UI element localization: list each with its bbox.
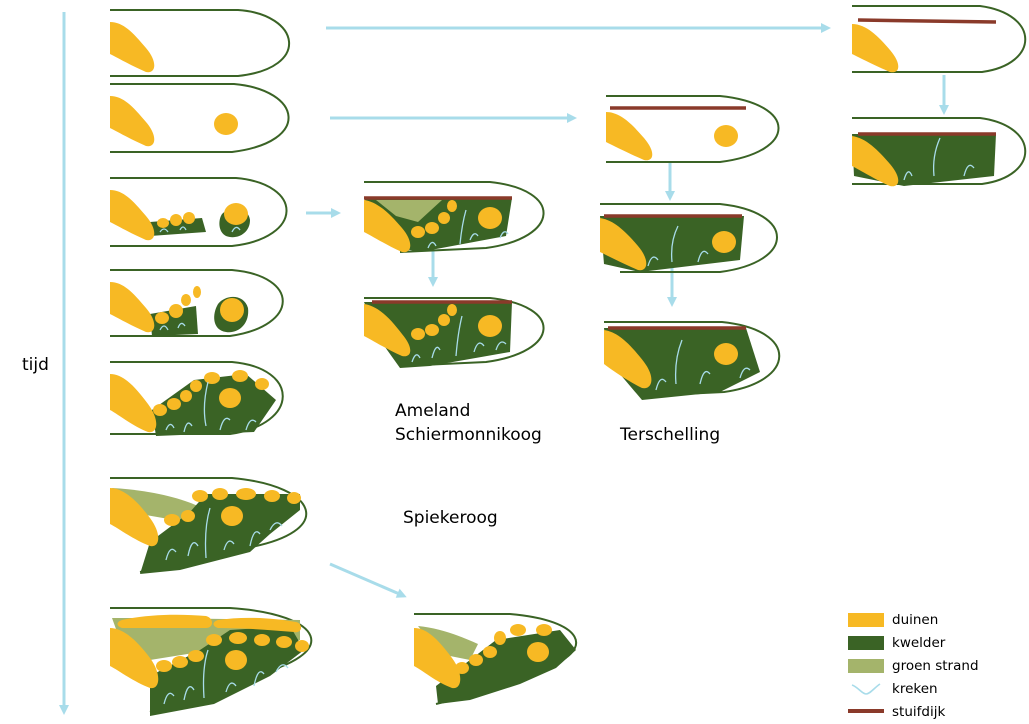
island-label-ameland: Ameland (395, 398, 470, 424)
right-stage-1 (852, 6, 1025, 72)
dunes-swatch (848, 613, 884, 627)
right-stage-2 (852, 118, 1025, 186)
stage-4-island (110, 270, 283, 336)
legend-label: groen strand (892, 658, 979, 674)
stage-2-island (110, 84, 289, 152)
dune-shape (110, 96, 154, 146)
creek-icon (848, 682, 884, 696)
dune-shape (110, 190, 154, 240)
stage-1-island (110, 10, 289, 76)
spiekeroog-stage (414, 614, 576, 704)
stage-5-island (110, 362, 283, 436)
legend-label: stuifdijk (892, 704, 945, 720)
island-label-spiekeroog: Spiekeroog (403, 505, 498, 531)
axis-label-time: tijd (22, 352, 49, 378)
island-label-schiermonnikoog: Schiermonnikoog (395, 422, 542, 448)
dike-line (858, 20, 996, 22)
dune-shape (214, 113, 238, 135)
ameland-stage-1 (364, 182, 544, 252)
green-beach-swatch (848, 659, 884, 673)
dune-shape (118, 615, 213, 628)
legend-label: kreken (892, 681, 938, 697)
dune-shape (606, 112, 652, 160)
island-label-terschelling: Terschelling (620, 422, 720, 448)
stage-7-island (110, 608, 311, 716)
stage-3-island (110, 178, 287, 246)
terschelling-stage-1 (606, 96, 779, 162)
dune-shape (110, 374, 156, 432)
dune-shape (110, 22, 154, 72)
terschelling-stage-3 (604, 322, 779, 400)
dune-shape (110, 282, 154, 332)
terschelling-stage-2 (600, 204, 777, 272)
legend-label: kwelder (892, 635, 945, 651)
arrow-diag-spiekeroog (330, 564, 404, 596)
stage-6-island (110, 478, 306, 574)
marsh-swatch (848, 636, 884, 650)
ameland-stage-2 (364, 298, 544, 368)
legend-label: duinen (892, 612, 938, 628)
dune-shape (852, 24, 898, 72)
dike-swatch (848, 705, 884, 719)
